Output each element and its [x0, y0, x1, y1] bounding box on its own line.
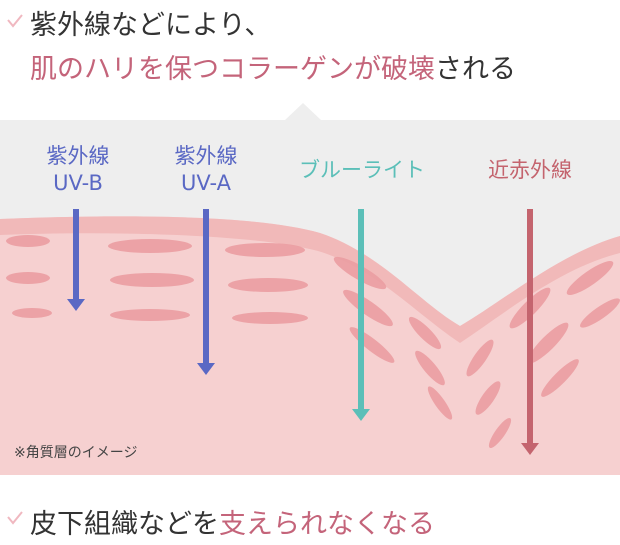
heading-rest: される	[435, 54, 516, 85]
ray-arrow-uva	[197, 209, 215, 375]
ray-arrow-blue-light	[352, 209, 370, 421]
stratum-corneum-note: ※角質層のイメージ	[14, 445, 138, 461]
skin-diagram	[0, 103, 620, 475]
ray-arrow-uvb	[67, 209, 85, 311]
heading-highlight: 肌のハリを保つコラーゲンが破壊	[30, 54, 435, 85]
check-icon	[7, 14, 23, 28]
heading-line-1: 紫外線などにより、	[30, 10, 272, 41]
check-icon	[7, 511, 23, 525]
label-near-infrared-line1: 近赤外線	[488, 158, 572, 182]
collagen-fibers	[6, 235, 620, 449]
label-uva-line1: 紫外線	[174, 144, 238, 168]
label-blue-light: ブルーライト	[296, 157, 428, 184]
label-uvb-line1: 紫外線	[46, 144, 110, 168]
label-near-infrared: 近赤外線	[474, 157, 586, 184]
conclusion-plain: 皮下組織などを	[30, 509, 219, 540]
label-uvb-line2: UV-B	[53, 171, 103, 195]
conclusion-line: 皮下組織などを支えられなくなる	[30, 505, 435, 545]
skin-surface-band	[0, 216, 620, 343]
label-uvb: 紫外線 UV-B	[38, 143, 118, 197]
heading-line-2: 肌のハリを保つコラーゲンが破壊される	[30, 50, 516, 90]
label-blue-light-line1: ブルーライト	[299, 158, 425, 182]
ray-arrow-near-infrared	[521, 209, 539, 455]
label-uva: 紫外線 UV-A	[166, 143, 246, 197]
label-uva-line2: UV-A	[181, 171, 231, 195]
conclusion-highlight: 支えられなくなる	[219, 509, 435, 540]
